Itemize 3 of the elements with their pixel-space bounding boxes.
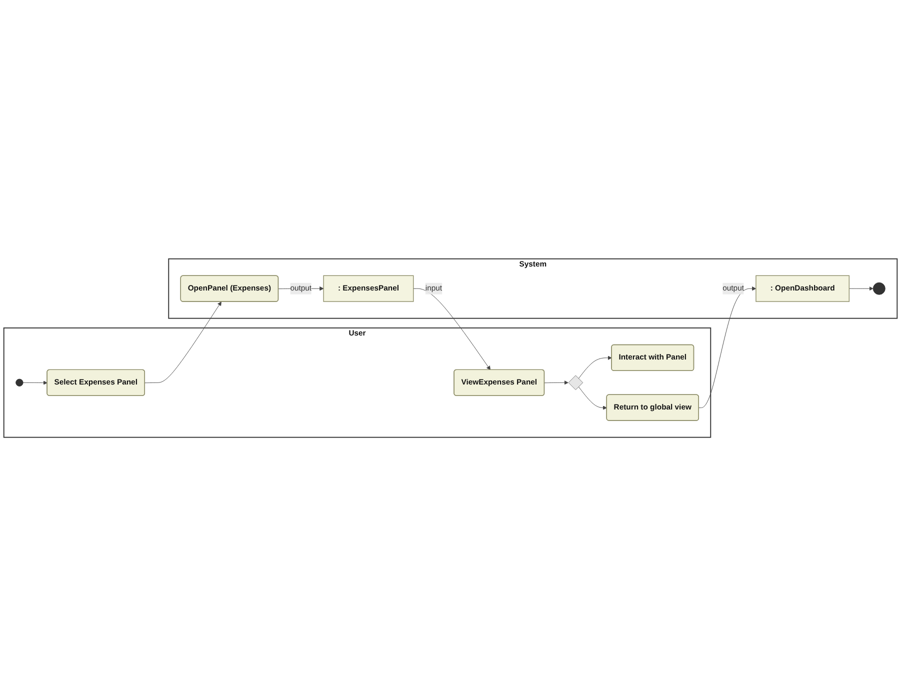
node-diamond <box>568 376 584 390</box>
node-circle <box>16 379 24 387</box>
node-circle <box>872 282 886 296</box>
